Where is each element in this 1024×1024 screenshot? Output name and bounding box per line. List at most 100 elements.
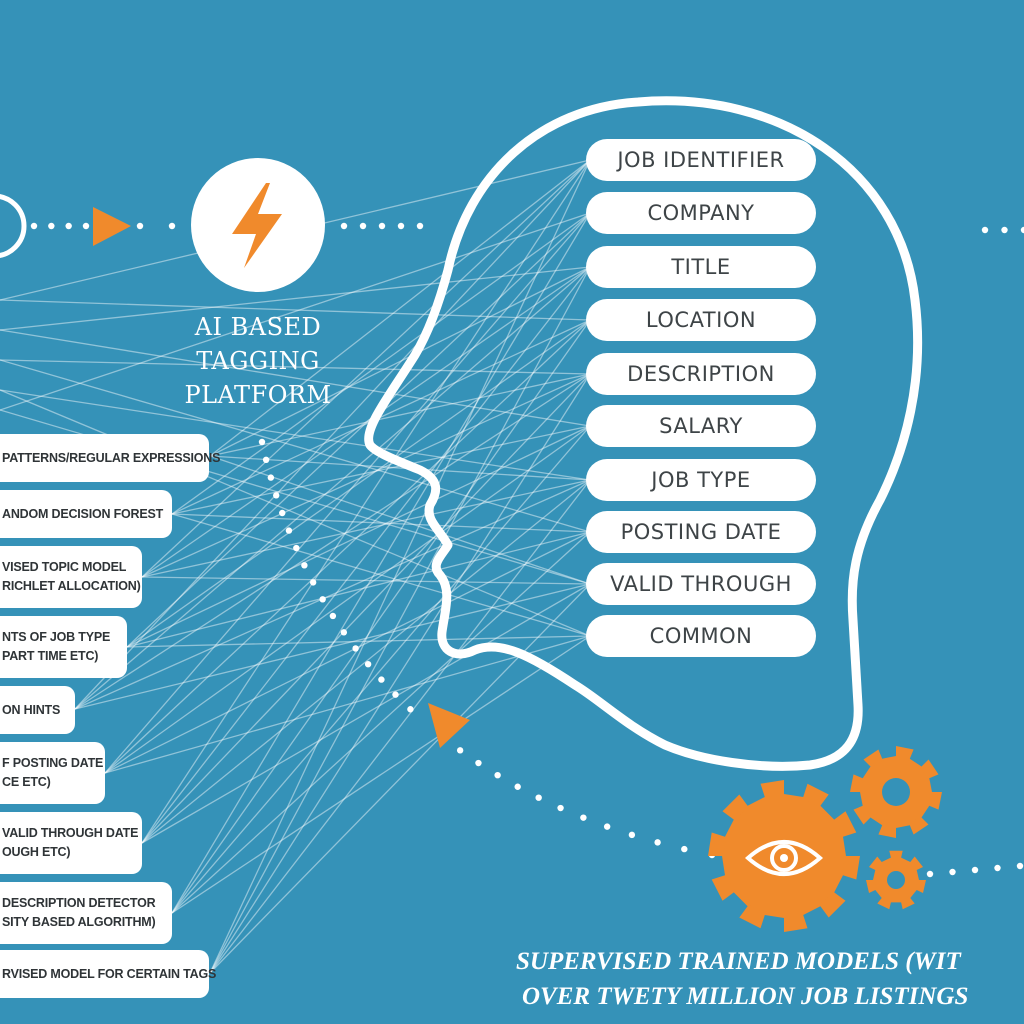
tag-description: DESCRIPTION	[586, 353, 816, 395]
connector-line	[74, 373, 591, 710]
method-line: ANDOM DECISION FOREST	[2, 506, 164, 521]
method-line: RVISED MODEL FOR CERTAIN TAGS	[2, 966, 217, 981]
connector-line	[0, 212, 591, 411]
connector-line	[209, 159, 591, 457]
source-circle	[0, 194, 27, 258]
method-box-topic-model: VISED TOPIC MODEL RICHLET ALLOCATION)	[0, 546, 142, 608]
platform-label: AI BASED TAGGING PLATFORM	[170, 310, 346, 412]
method-box-patterns: PATTERNS/REGULAR EXPRESSIONS	[0, 434, 220, 482]
connector-line	[171, 531, 591, 914]
connector-line	[171, 513, 591, 637]
tag-location: LOCATION	[586, 299, 816, 341]
connector-line	[209, 159, 591, 974]
dot	[136, 222, 144, 230]
dot	[364, 660, 372, 668]
method-line: ON HINTS	[2, 702, 61, 717]
connector-line	[126, 212, 591, 648]
dot	[654, 839, 661, 846]
dot	[1016, 862, 1024, 870]
dot	[378, 676, 385, 683]
dot	[392, 691, 399, 698]
connector-line	[0, 359, 591, 375]
method-box-valid-through: VALID THROUGH DATE OUGH ETC)	[0, 812, 142, 874]
supervised-line-2: OVER TWETY MILLION JOB LISTINGS	[522, 983, 969, 1010]
dot	[273, 492, 280, 499]
method-box-description-detector: DESCRIPTION DETECTOR SITY BASED ALGORITH…	[0, 882, 172, 944]
dotted-path-top	[30, 222, 176, 230]
tag-title: TITLE	[586, 246, 816, 288]
gear-icon	[850, 746, 942, 838]
dot	[416, 222, 424, 230]
connector-line	[209, 373, 591, 974]
tag-company: COMPANY	[586, 192, 816, 234]
connector-line	[171, 635, 591, 914]
connector-line	[74, 266, 591, 710]
dot	[681, 845, 688, 853]
connector-line	[141, 159, 591, 844]
dot	[285, 527, 293, 534]
dot	[926, 870, 934, 878]
dot	[293, 544, 300, 552]
method-line: VALID THROUGH DATE	[2, 826, 139, 840]
connector-line	[141, 373, 591, 578]
connector-line	[104, 635, 591, 774]
connector-line	[0, 389, 591, 481]
dot	[82, 222, 90, 230]
dotted-path-middle	[340, 222, 424, 230]
method-line: SITY BASED ALGORITHM)	[2, 915, 156, 929]
tag-posting-date: POSTING DATE	[586, 511, 816, 553]
dot	[30, 222, 38, 230]
method-box-hints: ON HINTS	[0, 686, 75, 734]
connector-line	[171, 425, 591, 515]
method-line: DESCRIPTION DETECTOR	[2, 896, 156, 910]
tag-common: COMMON	[586, 615, 816, 657]
connector-line	[171, 212, 591, 914]
connector-line	[104, 425, 591, 774]
connector-line	[0, 359, 591, 533]
connector-line	[104, 212, 591, 774]
supervised-models-label: SUPERVISED TRAINED MODELS (WIT OVER TWET…	[516, 944, 968, 1014]
method-line: PART TIME ETC)	[2, 649, 99, 663]
dot	[258, 438, 266, 446]
dot	[319, 596, 326, 603]
head-outline	[364, 96, 923, 771]
dot	[1020, 226, 1024, 234]
dot	[981, 226, 989, 234]
tag-job-type: JOB TYPE	[586, 459, 816, 501]
dot	[603, 823, 611, 830]
dotted-path-gears-right	[926, 862, 1024, 878]
connector-line	[126, 635, 591, 648]
connector-line	[126, 319, 591, 648]
dot	[352, 645, 359, 652]
connector-line	[209, 266, 591, 974]
connector-line	[141, 583, 591, 844]
tag-valid-through: VALID THROUGH	[586, 563, 816, 605]
dot	[262, 456, 270, 464]
dot	[407, 706, 414, 713]
connector-line	[104, 531, 591, 774]
connector-line	[0, 329, 591, 427]
connector-line	[141, 266, 591, 844]
method-box-supervised: RVISED MODEL FOR CERTAIN TAGS	[0, 950, 217, 998]
dot	[267, 474, 275, 481]
dot	[475, 759, 482, 767]
method-line: RICHLET ALLOCATION)	[2, 579, 141, 593]
dot	[628, 831, 636, 839]
connector-line	[74, 583, 591, 710]
lightning-bolt-icon	[232, 183, 282, 268]
method-box-job-type: NTS OF JOB TYPE PART TIME ETC)	[0, 616, 127, 678]
connector-line	[141, 159, 591, 578]
dot	[514, 783, 521, 790]
method-line: F POSTING DATE	[2, 756, 104, 770]
arrow-up-icon	[428, 703, 470, 748]
connector-line	[74, 479, 591, 710]
connector-line	[171, 212, 591, 515]
connector-line	[0, 389, 591, 637]
dotted-path-curve	[258, 438, 716, 859]
tag-salary: SALARY	[586, 405, 816, 447]
dot	[397, 222, 405, 230]
connector-line	[171, 425, 591, 914]
connector-line	[171, 319, 591, 914]
dot	[557, 804, 564, 812]
